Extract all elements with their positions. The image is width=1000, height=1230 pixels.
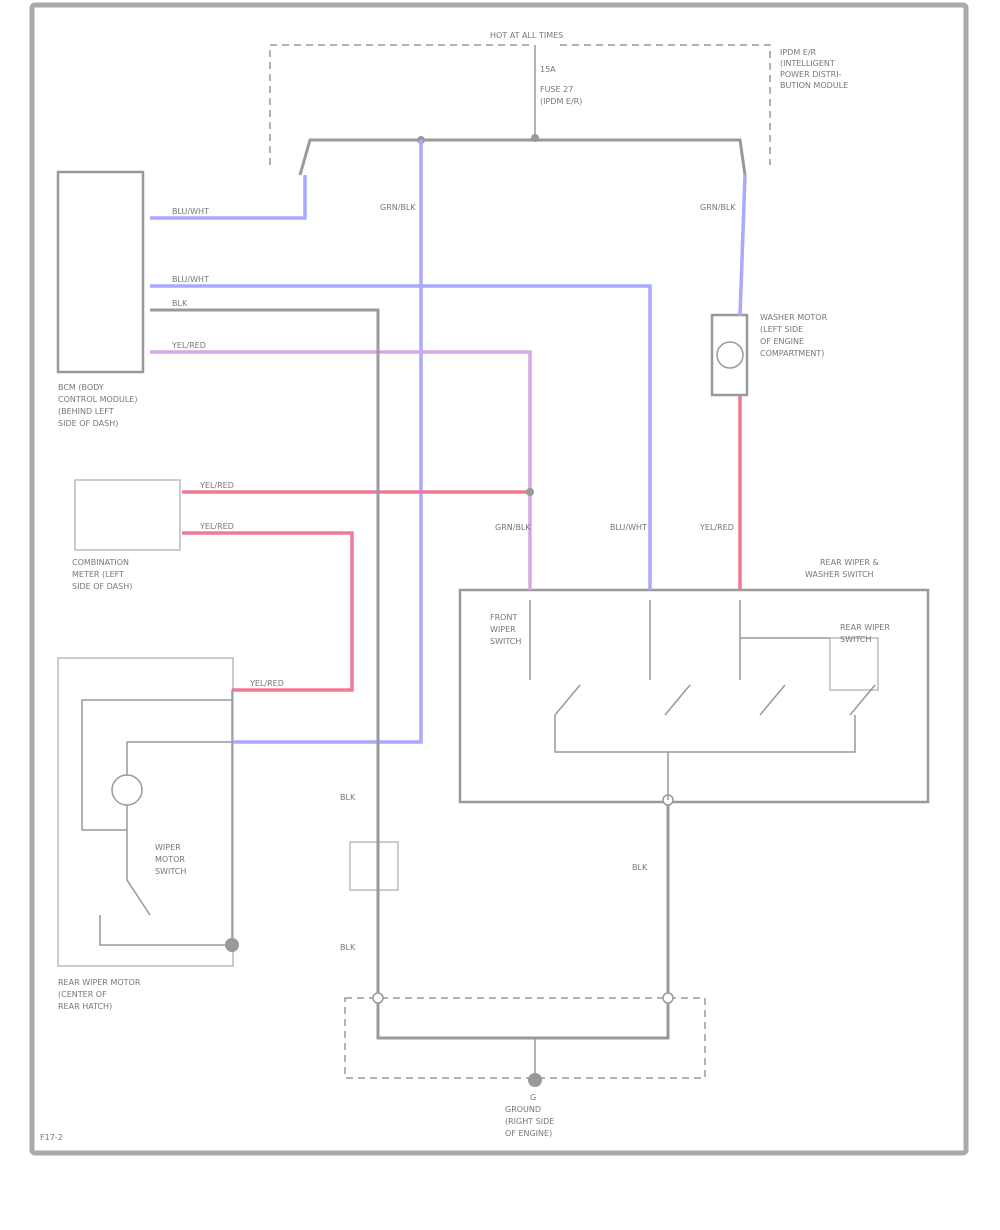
wire-label-blk-3: BLK <box>340 943 356 952</box>
top-bus-wire <box>298 138 747 176</box>
wire-label-y-2: YEL/RED <box>199 481 234 490</box>
node-right-bottom <box>662 992 674 1004</box>
blue-wire-4 <box>738 174 747 317</box>
blue-wire-3 <box>232 140 423 744</box>
rear-wiper-switch-label: REAR WIPER <box>840 623 890 632</box>
wire-label-blk-2: BLK <box>340 793 356 802</box>
motor-label: WIPER <box>155 843 181 852</box>
fuse-top-node <box>531 134 539 142</box>
washer-label-3: OF ENGINE <box>760 337 804 346</box>
washer-label-2: (LEFT SIDE <box>760 325 803 334</box>
front-switch-label-3: SWITCH <box>490 637 521 646</box>
blue-wire-1 <box>150 175 307 220</box>
rear-motor-dashed-box <box>344 997 706 1079</box>
bcm-label-2: CONTROL MODULE) <box>58 395 137 404</box>
combination-meter-box <box>74 479 181 551</box>
node-left-bottom <box>372 992 384 1004</box>
relay-box <box>349 841 399 891</box>
fuse-label-2: FUSE 27 <box>540 85 573 94</box>
bcm-box <box>56 170 145 374</box>
wire-label-blu-3: BLU/WHT <box>610 523 647 532</box>
motor-internal <box>81 690 233 946</box>
rear-wiper-switch-label-2: SWITCH <box>840 635 871 644</box>
motor-label-2: MOTOR <box>155 855 185 864</box>
ipdm-label-2: (INTELLIGENT <box>780 59 835 68</box>
red-wire-2 <box>182 531 354 692</box>
wiper-switch-label-2: WASHER SWITCH <box>805 570 874 579</box>
rear-wiper-switch-inner <box>829 637 879 691</box>
reference-code: F17-2 <box>40 1133 63 1142</box>
wire-label-y-1: YEL/RED <box>171 341 206 350</box>
motor-symbol <box>111 774 143 806</box>
rear-motor-label-3: REAR HATCH) <box>58 1002 112 1011</box>
ipdm-label-4: BUTION MODULE <box>780 81 848 90</box>
washer-label: WASHER MOTOR <box>760 313 828 322</box>
wire-label-y-5: YEL/RED <box>249 679 284 688</box>
wire-label-y-4: YEL/RED <box>699 523 734 532</box>
front-switch-label: FRONT <box>490 613 517 622</box>
ipdm-label-3: POWER DISTRI- <box>780 70 842 79</box>
wire-label-blu-1: BLU/WHT <box>172 207 209 216</box>
wire-label-grn-1: GRN/BLK <box>380 203 416 212</box>
rear-motor-label: REAR WIPER MOTOR <box>58 978 141 987</box>
blue-wire-2 <box>150 284 652 590</box>
ground-label: GROUND <box>505 1105 541 1114</box>
combo-label-2: METER (LEFT <box>72 570 124 579</box>
diagram-frame <box>29 2 969 1156</box>
wiper-motor-box <box>57 657 234 967</box>
rear-motor-label-2: (CENTER OF <box>58 990 107 999</box>
wire-label-y-3: YEL/RED <box>199 522 234 531</box>
wire-label-grn-2: GRN/BLK <box>700 203 736 212</box>
hot-label: HOT AT ALL TIMES <box>490 31 563 40</box>
washer-symbol <box>716 341 744 369</box>
switch-internal <box>529 600 876 800</box>
bcm-label-4: SIDE OF DASH) <box>58 419 118 428</box>
washer-motor-box <box>710 313 749 397</box>
fuse-label: 15A <box>540 65 556 74</box>
wire-label-blk-1: BLK <box>172 299 188 308</box>
motor-label-3: SWITCH <box>155 867 186 876</box>
black-wire-main <box>150 308 670 1040</box>
bcm-label-3: (BEHIND LEFT <box>58 407 114 416</box>
ground-label-3: OF ENGINE) <box>505 1129 552 1138</box>
ground-node <box>528 1073 542 1087</box>
ipdm-label: IPDM E/R <box>780 48 817 57</box>
fuse-label-3: (IPDM E/R) <box>540 97 582 106</box>
washer-label-4: COMPARTMENT) <box>760 349 824 358</box>
combo-label-3: SIDE OF DASH) <box>72 582 132 591</box>
ipdm-dashed-outline <box>269 44 771 165</box>
wiper-washer-switch-box <box>458 588 930 804</box>
wire-label-blk-4: BLK <box>632 863 648 872</box>
combo-label: COMBINATION <box>72 558 129 567</box>
violet-wire <box>150 350 532 590</box>
wiper-switch-label: REAR WIPER & <box>820 558 879 567</box>
wire-label-grn-3: GRN/BLK <box>495 523 531 532</box>
ground-label-g: G <box>530 1093 536 1102</box>
wire-label-blu-2: BLU/WHT <box>172 275 209 284</box>
bcm-label: BCM (BODY <box>58 383 104 392</box>
ground-label-2: (RIGHT SIDE <box>505 1117 554 1126</box>
front-switch-label-2: WIPER <box>490 625 516 634</box>
red-junction-node <box>526 488 534 496</box>
